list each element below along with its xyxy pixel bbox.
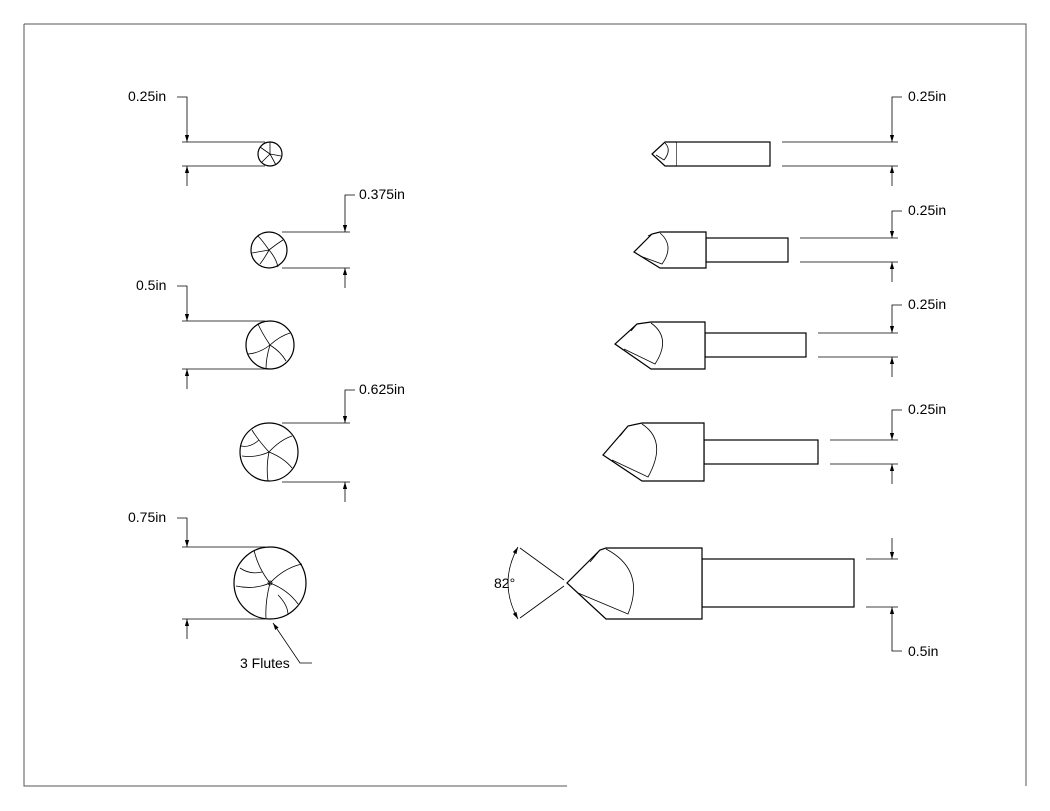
end-view-3 <box>245 320 295 370</box>
side-dimension-2: 0.25in <box>800 202 946 282</box>
dim-label-left-3: 0.5in <box>136 277 166 293</box>
side-dimension-5: 0.5in <box>866 538 938 659</box>
dimension-1: 0.25in <box>128 88 265 186</box>
dim-label-left-4: 0.625in <box>359 381 405 397</box>
flutes-label: 3 Flutes <box>240 655 290 671</box>
dim-label-left-2: 0.375in <box>359 186 405 202</box>
dim-label-left-1: 0.25in <box>128 88 166 104</box>
dimension-5: 0.75in <box>128 509 265 639</box>
side-view-5 <box>566 547 855 620</box>
dim-label-right-4: 0.25in <box>908 401 946 417</box>
side-view-3 <box>614 321 807 370</box>
dimension-3: 0.5in <box>136 277 265 389</box>
end-view-1 <box>257 141 283 167</box>
dim-label-right-5: 0.5in <box>908 643 938 659</box>
dim-label-right-2: 0.25in <box>908 202 946 218</box>
angle-dimension: 82° <box>494 546 565 620</box>
dimension-2: 0.375in <box>282 186 405 288</box>
dim-label-right-3: 0.25in <box>908 296 946 312</box>
side-view-1 <box>651 141 771 167</box>
sheet-border-left <box>23 24 567 787</box>
side-view-4 <box>602 422 819 482</box>
end-view-2 <box>250 231 288 269</box>
dimension-4: 0.625in <box>282 381 405 502</box>
side-view-2 <box>633 231 789 269</box>
dim-label-left-5: 0.75in <box>128 509 166 525</box>
end-view-4 <box>239 422 299 482</box>
end-view-5 <box>233 546 307 620</box>
dim-label-right-1: 0.25in <box>908 88 946 104</box>
side-dimension-4: 0.25in <box>830 401 946 484</box>
side-dimension-3: 0.25in <box>818 296 946 377</box>
flutes-callout: 3 Flutes <box>240 622 312 671</box>
side-dimension-1: 0.25in <box>782 88 946 186</box>
angle-label: 82° <box>494 575 515 591</box>
sheet-border <box>24 23 1027 786</box>
